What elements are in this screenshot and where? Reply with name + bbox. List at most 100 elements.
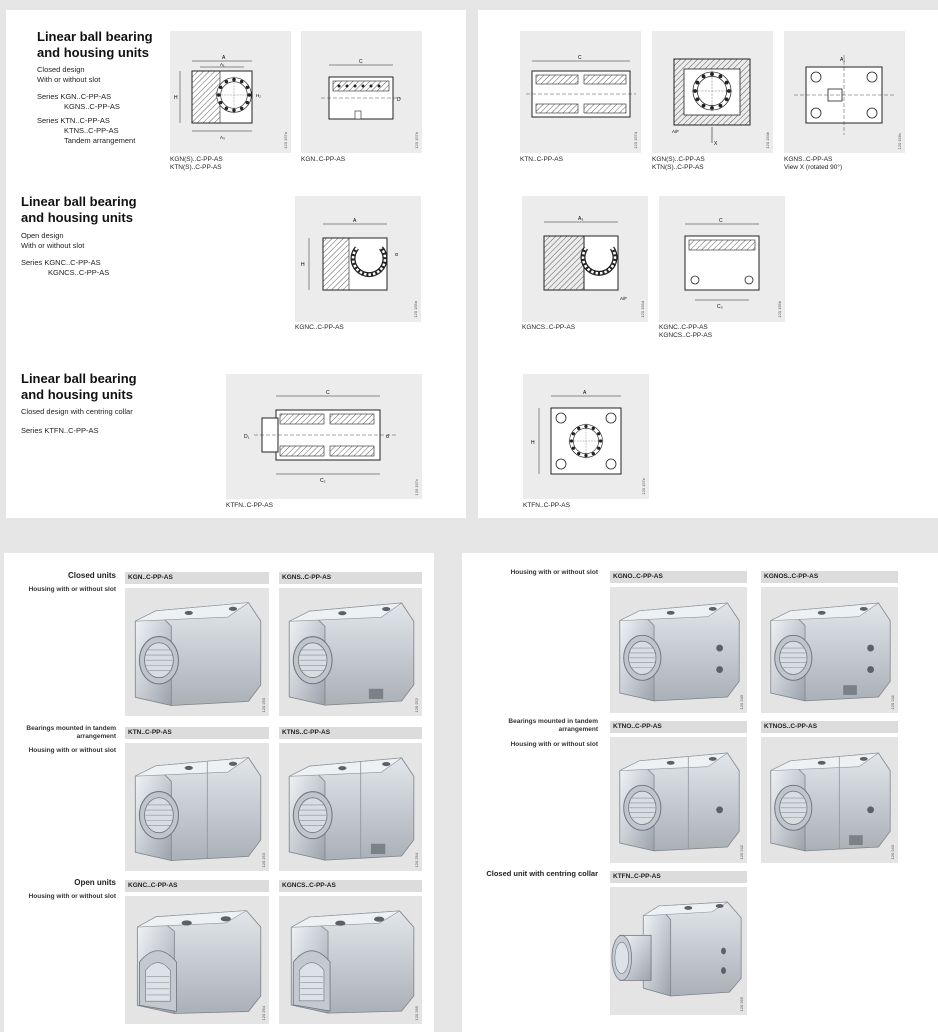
drawing-ktfn-front: A H 120 157e — [523, 374, 649, 499]
drawing-kgns-caption: KGN(S)..C-PP-AS KTN(S)..C-PP-AS — [652, 156, 705, 172]
product-label-ktns: KTNS..C-PP-AS — [279, 727, 422, 739]
product-photo-kgns: 120 252 — [279, 588, 422, 716]
catalog-page-bottom-left: Closed units Housing with or without slo… — [4, 553, 434, 1032]
caption-line: KGN(S)..C-PP-AS — [170, 156, 223, 163]
drawing-kgnc-caption: KGNC..C-PP-AS — [295, 324, 344, 331]
product-photo-ktns: 120 254 — [279, 743, 422, 871]
catalog-page-bottom-right: Housing with or without slot KGNO..C-PP-… — [462, 553, 938, 1032]
figure-id: 120 156c — [897, 132, 902, 149]
svg-text:C: C — [326, 390, 330, 396]
section1-title-line1: Linear ball bearing — [37, 29, 153, 44]
series-line: KGNCS..C-PP-AS — [48, 268, 110, 277]
section1-title-line2: and housing units — [37, 45, 149, 60]
svg-text:C₃: C₃ — [717, 304, 723, 310]
drawing-kgncs-caption: KGNCS..C-PP-AS — [522, 324, 576, 331]
figure-id: 120 157b — [414, 132, 419, 149]
series-line: Series KTN..C-PP-AS — [37, 116, 110, 125]
group-tandem-sub-right: Housing with or without slot — [510, 741, 598, 748]
section2-description: Open design With or without slot — [21, 231, 84, 251]
figure-id: 120 265 — [414, 1005, 419, 1020]
figure-id: 120 252 — [414, 697, 419, 712]
svg-text:A₃: A₃ — [220, 135, 225, 140]
product-label-kgn: KGN..C-PP-AS — [125, 572, 269, 584]
product-photo-kgnos: 120 241 — [761, 587, 898, 713]
caption-line: KGNS..C-PP-AS — [784, 156, 833, 163]
series-line: KTNS..C-PP-AS — [64, 126, 119, 135]
figure-id: 120 157e — [641, 478, 646, 495]
drawing-ktn-tandem: C 120 157d — [520, 31, 641, 153]
section3-title-line1: Linear ball bearing — [21, 371, 137, 386]
drawing-kgncs-section: A₃ A/F 120 155d — [522, 196, 648, 322]
section2-title-line1: Linear ball bearing — [21, 194, 137, 209]
caption-line: KGNCS..C-PP-AS — [659, 332, 713, 339]
product-photo-kgnc: 120 264 — [125, 896, 269, 1024]
drawing-ktfn-section: C C₂ D₁ d 120 157c — [226, 374, 422, 499]
catalog-page-top-left: Linear ball bearing and housing units Cl… — [6, 10, 466, 518]
group-tandem-title: Bearings mounted in tandem arrangement — [0, 725, 116, 741]
svg-text:X: X — [714, 141, 718, 147]
svg-text:H: H — [174, 95, 178, 101]
drawing-kgnc-side: C C₃ 120 155b — [659, 196, 785, 322]
svg-text:A/F: A/F — [620, 296, 627, 301]
svg-text:C: C — [719, 218, 723, 224]
figure-id: 120 157d — [633, 132, 638, 149]
figure-id: 120 241 — [890, 694, 895, 709]
series-line: Series KGN..C-PP-AS — [37, 92, 112, 101]
svg-text:A₁: A₁ — [220, 62, 225, 67]
product-label-ktfn: KTFN..C-PP-AS — [610, 871, 747, 883]
svg-text:C₂: C₂ — [320, 478, 326, 484]
section1-desc-line2: With or without slot — [37, 75, 101, 84]
group-tandem-title-line1: Bearings mounted in tandem — [26, 725, 116, 732]
group-closed-units-sub: Housing with or without slot — [28, 586, 116, 593]
section2-desc-line1: Open design — [21, 231, 64, 240]
svg-text:H: H — [531, 440, 535, 446]
drawing-kgnc-side-caption: KGNC..C-PP-AS KGNCS..C-PP-AS — [659, 324, 712, 340]
drawing-kgn-cross-section: A A₁ H A₃ H₂ 120 157a — [170, 31, 291, 153]
group-collar-title: Closed unit with centring collar — [486, 869, 598, 878]
product-label-ktn: KTN..C-PP-AS — [125, 727, 269, 739]
figure-id: 120 250 — [261, 697, 266, 712]
product-photo-kgn: 120 250 — [125, 588, 269, 716]
figure-id: 120 253 — [261, 852, 266, 867]
drawing-kgn-caption: KGN(S)..C-PP-AS KTN(S)..C-PP-AS — [170, 156, 223, 172]
svg-text:α: α — [395, 252, 398, 258]
svg-text:A: A — [583, 390, 587, 396]
section1-desc-line1: Closed design — [37, 65, 85, 74]
figure-id: 120 155d — [640, 301, 645, 318]
product-photo-kgncs: 120 265 — [279, 896, 422, 1024]
section2-title: Linear ball bearing and housing units — [21, 194, 137, 226]
group-tandem-title-right: Bearings mounted in tandem arrangement — [462, 718, 598, 734]
product-photo-kgno: 120 240 — [610, 587, 747, 713]
group-tandem-sub: Housing with or without slot — [28, 747, 116, 754]
figure-id: 120 157c — [414, 478, 419, 495]
figure-id: 120 155b — [777, 301, 782, 318]
drawing-kgns-section-slot: X A/F 120 154b — [652, 31, 773, 153]
svg-text:C: C — [359, 59, 363, 65]
figure-id: 120 255 — [739, 996, 744, 1011]
svg-text:A₁: A₁ — [840, 57, 845, 63]
figure-id: 120 154b — [765, 132, 770, 149]
group-tandem-title-line1: Bearings mounted in tandem — [508, 718, 598, 725]
figure-id: 120 155a — [413, 301, 418, 318]
svg-text:A: A — [353, 218, 357, 224]
section3-series: Series KTFN..C-PP-AS — [21, 426, 99, 435]
product-photo-ktfn: 120 255 — [610, 887, 747, 1015]
section2-desc-line2: With or without slot — [21, 241, 85, 250]
caption-line: KGNC..C-PP-AS — [659, 324, 708, 331]
caption-line: KTN(S)..C-PP-AS — [652, 164, 704, 171]
drawing-kgnc-cross-section: A H α 120 155a — [295, 196, 421, 322]
group-open-units-sub: Housing with or without slot — [28, 893, 116, 900]
figure-id: 120 157a — [283, 132, 288, 149]
caption-line: KTN(S)..C-PP-AS — [170, 164, 222, 171]
section2-title-line2: and housing units — [21, 210, 133, 225]
section3-title-line2: and housing units — [21, 387, 133, 402]
series-line: KGNS..C-PP-AS — [64, 102, 120, 111]
section3-title: Linear ball bearing and housing units — [21, 371, 137, 403]
section3-description: Closed design with centring collar — [21, 407, 133, 416]
caption-line: KGN(S)..C-PP-AS — [652, 156, 705, 163]
product-photo-ktn: 120 253 — [125, 743, 269, 871]
product-label-kgnos: KGNOS..C-PP-AS — [761, 571, 898, 583]
svg-text:C: C — [578, 55, 582, 61]
series-line: Tandem arrangement — [64, 136, 136, 145]
svg-text:D: D — [397, 97, 401, 103]
